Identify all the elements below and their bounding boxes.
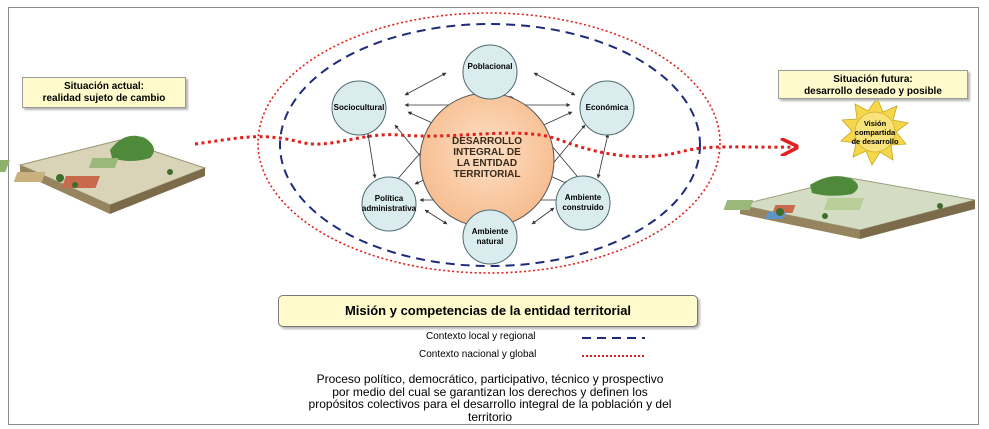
current-situation-subtitle: realidad sujeto de cambio	[42, 93, 166, 104]
center-label-line4: TERRITORIAL	[453, 169, 521, 180]
label-politica-line2: administrativa	[361, 204, 417, 213]
future-situation-box: Situación futura: desarrollo deseado y p…	[778, 70, 968, 99]
label-ambiente-natural-line2: natural	[476, 237, 504, 246]
definition-line3: propósitos colectivos para el desarrollo…	[308, 397, 672, 411]
center-label-line3: LA ENTIDAD	[456, 158, 518, 169]
label-politica-line1: Política	[374, 194, 404, 203]
vision-sun-icon	[840, 97, 909, 166]
definition-line1: Proceso político, democrático, participa…	[316, 372, 664, 386]
current-landscape-illustration	[0, 135, 207, 214]
label-ambiente-natural: Ambiente natural	[455, 227, 525, 247]
label-economica: Económica	[585, 103, 629, 112]
label-ambiente-construido: Ambiente construido	[548, 193, 618, 213]
development-trajectory-arrow	[194, 131, 795, 159]
label-poblacional: Poblacional	[467, 62, 513, 71]
node-ambiente-natural	[462, 209, 518, 265]
label-sociocultural: Sociocultural	[333, 103, 385, 112]
center-label-line1: DESARROLLO	[452, 136, 522, 147]
node-sociocultural	[331, 80, 387, 136]
node-ambiente-construido	[555, 175, 611, 231]
definition-text: Proceso político, democrático, participa…	[230, 373, 750, 423]
label-ambiente-construido-line2: construido	[562, 203, 604, 212]
mission-box: Misión y competencias de la entidad terr…	[278, 295, 698, 327]
label-ambiente-natural-line1: Ambiente	[471, 227, 509, 236]
node-poblacional	[462, 44, 518, 100]
current-situation-box: Situación actual: realidad sujeto de cam…	[22, 77, 186, 108]
current-situation-title: Situación actual:	[63, 81, 144, 92]
label-politica-administrativa: Política administrativa	[349, 194, 429, 214]
vision-label-line1: Visión	[863, 119, 887, 128]
national-global-context-ring	[257, 12, 721, 274]
dimension-nodes	[331, 44, 635, 265]
future-situation-subtitle: desarrollo deseado y posible	[804, 86, 942, 97]
future-landscape-illustration	[723, 176, 976, 239]
center-label: DESARROLLO INTEGRAL DE LA ENTIDAD TERRIT…	[432, 136, 542, 180]
local-regional-context-ring	[279, 23, 701, 267]
legend-local-label: Contexto local y regional	[426, 331, 536, 342]
vision-label-line3: de desarrollo	[851, 137, 899, 146]
definition-line2: por medio del cual se garantizan los der…	[332, 384, 648, 399]
future-situation-title: Situación futura:	[833, 74, 913, 85]
node-politica-administrativa	[361, 176, 417, 232]
vision-label: Visión compartida de desarrollo	[846, 119, 904, 146]
vision-label-line2: compartida	[854, 128, 896, 137]
definition-line4: territorio	[467, 409, 512, 424]
node-economica	[579, 80, 635, 136]
center-label-line2: INTEGRAL DE	[453, 147, 521, 158]
diagram-frame	[8, 7, 979, 425]
label-ambiente-construido-line1: Ambiente	[564, 193, 602, 202]
legend-national-label: Contexto nacional y global	[419, 349, 537, 360]
